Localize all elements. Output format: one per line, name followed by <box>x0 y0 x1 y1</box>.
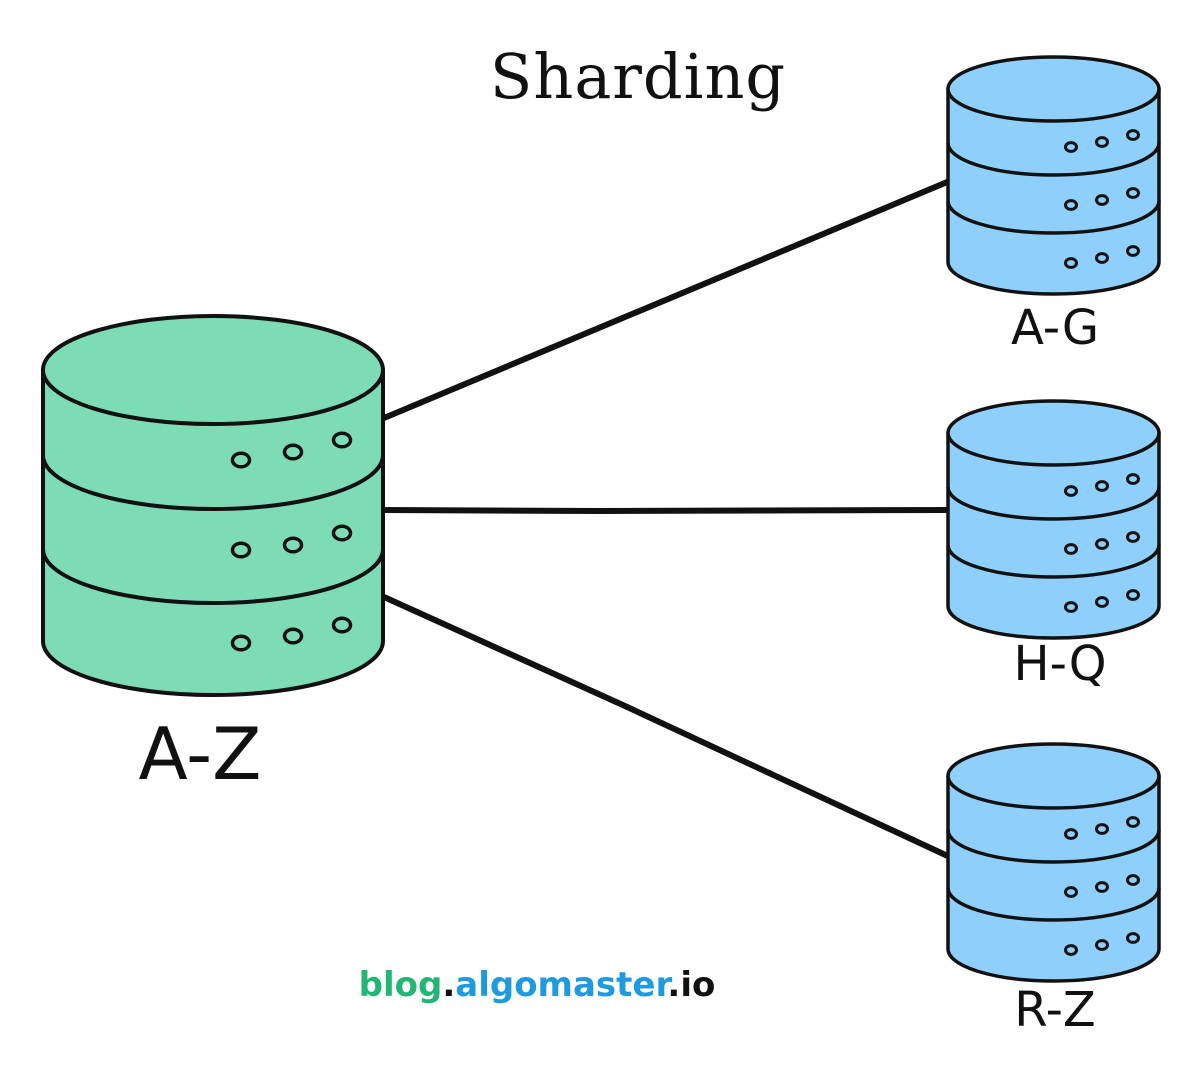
shard-2-cylinder-led-2-1 <box>1064 543 1078 555</box>
shard-3-cylinder-led-1-1 <box>1064 828 1078 840</box>
shard-1-cylinder-led-3-1 <box>1064 257 1078 269</box>
shard-2-cylinder-band-1 <box>946 486 1161 521</box>
watermark-part-algomaster: algomaster <box>455 965 668 1005</box>
shard-1-cylinder-band-2 <box>946 200 1161 235</box>
shard-1-cylinder-led-2-3 <box>1126 187 1140 199</box>
shard-3-cylinder-top <box>946 742 1161 810</box>
shard-label-1: A-G <box>1010 300 1100 356</box>
shard-2-cylinder-led-1-2 <box>1095 480 1109 492</box>
shard-3-cylinder-led-2-1 <box>1064 886 1078 898</box>
shard-1-cylinder-band-1 <box>946 142 1161 177</box>
main-db-cylinder-led-1-2 <box>282 443 304 461</box>
main-db-cylinder <box>41 314 385 697</box>
main-db-cylinder-led-3-1 <box>230 634 252 652</box>
main-db-cylinder-led-2-2 <box>282 536 304 554</box>
connector-to-shard-2 <box>381 507 955 515</box>
main-db-cylinder-led-3-2 <box>282 627 304 645</box>
shard-2-cylinder-led-3-1 <box>1064 601 1078 613</box>
main-db-cylinder-led-3-3 <box>331 616 353 634</box>
shard-2-cylinder-led-3-2 <box>1095 596 1109 608</box>
shard-3-cylinder-led-3-3 <box>1126 932 1140 944</box>
main-db-label: A-Z <box>138 712 262 796</box>
diagram-title: Sharding <box>489 40 787 113</box>
shard-2-cylinder-led-1-1 <box>1064 485 1078 497</box>
shard-3-cylinder-led-2-2 <box>1095 881 1109 893</box>
databases <box>41 55 1161 983</box>
shard-2-cylinder-led-2-3 <box>1126 531 1140 543</box>
watermark-dot-1: . <box>442 965 456 1005</box>
watermark-dot-2: . <box>667 965 681 1005</box>
shard-2-cylinder-top <box>946 399 1161 467</box>
shard-3-cylinder <box>946 742 1161 983</box>
shard-3-cylinder-led-3-2 <box>1095 939 1109 951</box>
main-db-cylinder-led-1-3 <box>331 431 353 449</box>
shard-label-2: H-Q <box>1013 636 1107 692</box>
shard-1-cylinder-top <box>946 55 1161 123</box>
shard-2-cylinder-band-2 <box>946 544 1161 579</box>
shard-2-cylinder-led-3-3 <box>1126 589 1140 601</box>
shard-2-cylinder-led-1-3 <box>1126 473 1140 485</box>
main-db-cylinder-led-2-1 <box>230 541 252 559</box>
watermark: blog.algomaster.io <box>300 965 774 1005</box>
main-db-cylinder-led-2-3 <box>331 524 353 542</box>
shard-1-cylinder-led-2-1 <box>1064 199 1078 211</box>
main-db-cylinder-body <box>41 368 385 697</box>
shard-1-cylinder-led-3-3 <box>1126 245 1140 257</box>
shard-3-cylinder-led-3-1 <box>1064 944 1078 956</box>
shard-2-cylinder-led-2-2 <box>1095 538 1109 550</box>
shard-3-cylinder-led-1-2 <box>1095 823 1109 835</box>
watermark-part-blog: blog <box>358 965 443 1005</box>
shard-1-cylinder-led-1-3 <box>1126 129 1140 141</box>
main-db-cylinder-top <box>41 314 385 426</box>
main-db-cylinder-band-2 <box>41 548 385 605</box>
shard-1-cylinder-led-3-2 <box>1095 252 1109 264</box>
connector-to-shard-3 <box>381 594 955 861</box>
watermark-part-io: io <box>680 965 716 1005</box>
main-db-cylinder-led-1-1 <box>230 451 252 469</box>
shard-3-cylinder-band-2 <box>946 887 1161 922</box>
shard-1-cylinder-led-2-2 <box>1095 194 1109 206</box>
shard-1-cylinder-led-1-1 <box>1064 141 1078 153</box>
shard-1-cylinder <box>946 55 1161 296</box>
shard-3-cylinder-led-1-3 <box>1126 816 1140 828</box>
shard-3-cylinder-led-2-3 <box>1126 874 1140 886</box>
shard-3-cylinder-band-1 <box>946 829 1161 864</box>
shard-1-cylinder-led-1-2 <box>1095 136 1109 148</box>
connector-to-shard-1 <box>381 177 955 421</box>
connectors <box>381 177 955 861</box>
main-db-cylinder-band-1 <box>41 454 385 511</box>
shard-label-3: R-Z <box>1014 982 1096 1038</box>
shard-2-cylinder <box>946 399 1161 640</box>
